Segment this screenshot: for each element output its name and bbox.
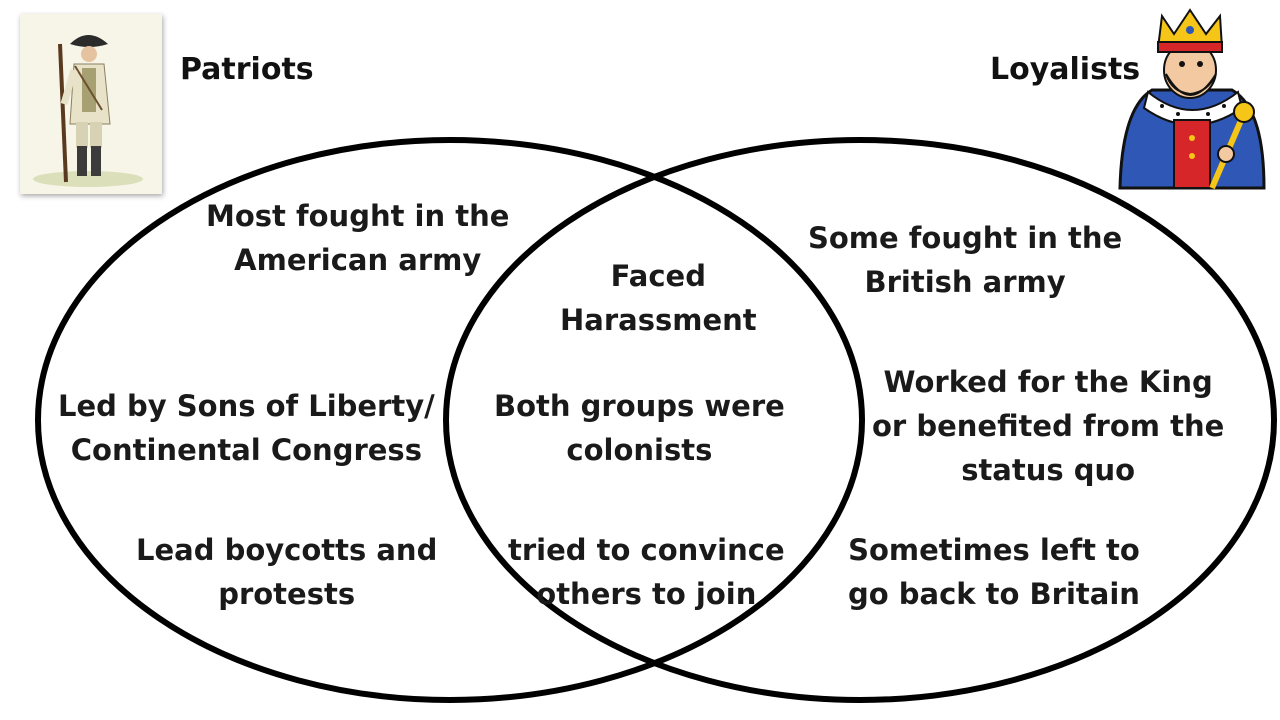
- patriots-item-boycotts-line-1: Lead boycotts and: [136, 533, 438, 567]
- patriots-item-army-line-1: Most fought in the: [206, 199, 510, 233]
- overlap-item-colonists-line-1: Both groups were: [494, 389, 785, 423]
- overlap-item-convince: tried to convince others to join: [508, 528, 785, 616]
- loyalists-item-army-line-1: Some fought in the: [808, 221, 1123, 255]
- loyalists-item-army: Some fought in the British army: [808, 216, 1122, 304]
- loyalists-item-king: Worked for the King or benefited from th…: [872, 360, 1224, 492]
- loyalists-item-britain-line-1: Sometimes left to: [848, 533, 1140, 567]
- patriots-item-boycotts: Lead boycotts and protests: [136, 528, 437, 616]
- patriot-soldier-illustration: [20, 14, 162, 194]
- loyalists-item-britain: Sometimes left to go back to Britain: [848, 528, 1140, 616]
- patriots-circle: [35, 137, 865, 703]
- patriots-item-army-line-2: American army: [234, 243, 482, 277]
- patriots-title: Patriots: [180, 52, 314, 87]
- loyalists-item-britain-line-2: go back to Britain: [848, 577, 1140, 611]
- king-cartoon-illustration: [1118, 8, 1266, 190]
- overlap-item-convince-line-2: others to join: [536, 577, 757, 611]
- loyalists-item-king-line-3: status quo: [961, 453, 1136, 487]
- overlap-item-harassment: Faced Harassment: [560, 254, 757, 342]
- patriots-item-boycotts-line-2: protests: [218, 577, 356, 611]
- loyalists-item-king-line-1: Worked for the King: [883, 365, 1213, 399]
- loyalists-item-king-line-2: or benefited from the: [872, 409, 1225, 443]
- overlap-item-harassment-line-2: Harassment: [560, 303, 757, 337]
- overlap-item-harassment-line-1: Faced: [610, 259, 706, 293]
- loyalists-circle: [443, 137, 1277, 703]
- overlap-item-convince-line-1: tried to convince: [508, 533, 785, 567]
- patriots-item-leaders-line-2: Continental Congress: [70, 433, 422, 467]
- overlap-item-colonists-line-2: colonists: [566, 433, 713, 467]
- loyalists-item-army-line-2: British army: [864, 265, 1066, 299]
- patriots-item-leaders: Led by Sons of Liberty/ Continental Cong…: [58, 384, 435, 472]
- patriots-item-leaders-line-1: Led by Sons of Liberty/: [58, 389, 435, 423]
- overlap-item-colonists: Both groups were colonists: [494, 384, 785, 472]
- patriot-soldier-drawing: [20, 14, 162, 194]
- loyalists-title: Loyalists: [990, 52, 1141, 87]
- patriots-item-army: Most fought in the American army: [206, 194, 509, 282]
